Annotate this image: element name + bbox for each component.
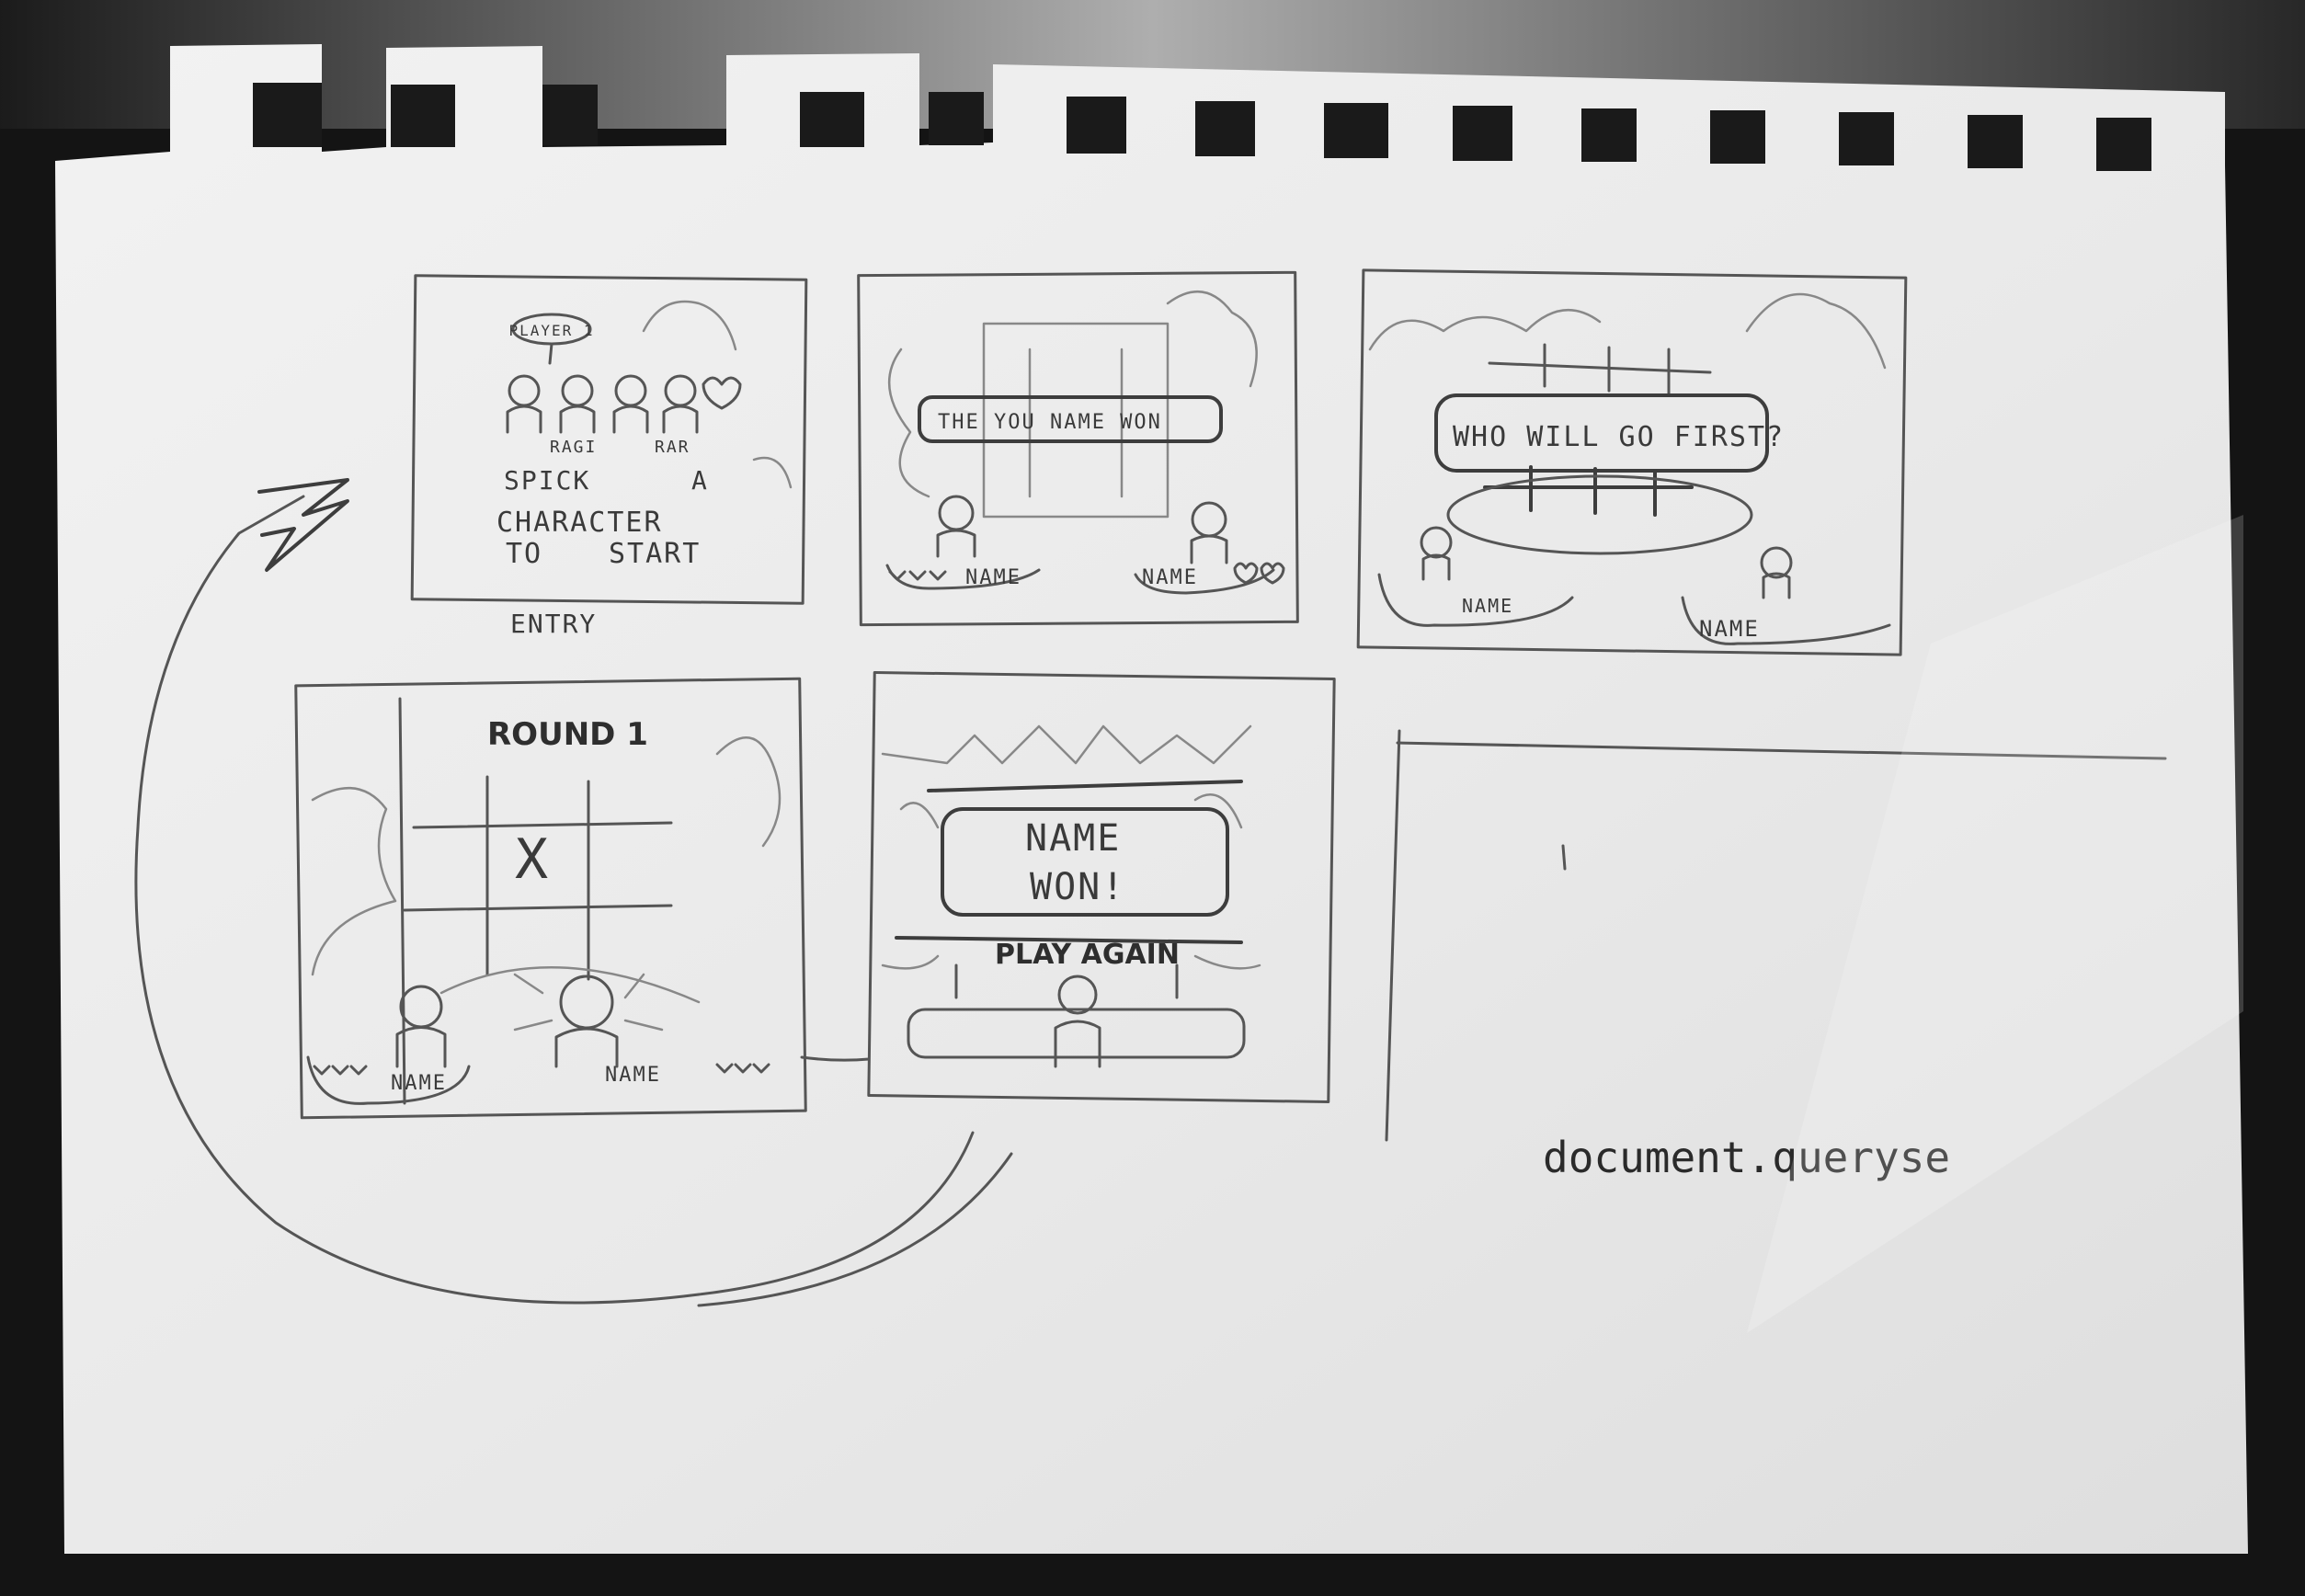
intro-banner: THE YOU NAME WON [938,411,1162,434]
who-first-banner: WHO WILL GO FIRST? [1453,421,1785,453]
instruction-line-5: START [609,538,701,570]
paper-sheet [55,44,2248,1554]
intro-sketch: THE YOU NAME WON NAME NAME [857,270,1299,627]
code-note: document.queryse [1543,1133,1950,1182]
result-sketch: NAME WON! PLAY AGAIN [867,671,1336,1103]
instruction-line-2: A [691,465,709,496]
intro-right-label: NAME [1142,566,1198,589]
round-left-label: NAME [391,1072,447,1095]
result-line-2: WON! [1030,866,1125,908]
light-streak [1747,515,2243,1333]
connector-line [800,1055,871,1062]
intro-left-label: NAME [965,566,1021,589]
player-bubble-text: PLAYER 1 [508,322,594,339]
round-mark: X [515,827,550,892]
flow-arrow [134,478,1013,1307]
entry-sketch: PLAYER 1 RAGI RAR SPICK A CHARACTER TO S… [410,274,808,639]
character-name-left: RAGI [550,438,597,457]
who-first-sketch: WHO WILL GO FIRST? NAME NAME [1356,268,1908,656]
result-play-again: PLAY AGAIN [995,939,1180,971]
empty-frame-sketch [1385,729,2167,1142]
spiral-holes [253,83,2151,171]
result-line-1: NAME [1025,817,1121,860]
who-first-left-label: NAME [1462,595,1513,617]
entry-caption: ENTRY [510,609,597,639]
instruction-line-1: SPICK [504,465,590,496]
round-right-label: NAME [605,1064,661,1087]
who-first-right-label: NAME [1699,616,1760,642]
round-sketch: ROUND 1 X NAME NAME [294,677,807,1120]
instruction-line-3: CHARACTER [496,507,663,539]
round-title: ROUND 1 [487,716,648,753]
character-row [506,374,742,434]
character-name-right: RAR [655,438,690,457]
instruction-line-4: TO [506,538,542,570]
